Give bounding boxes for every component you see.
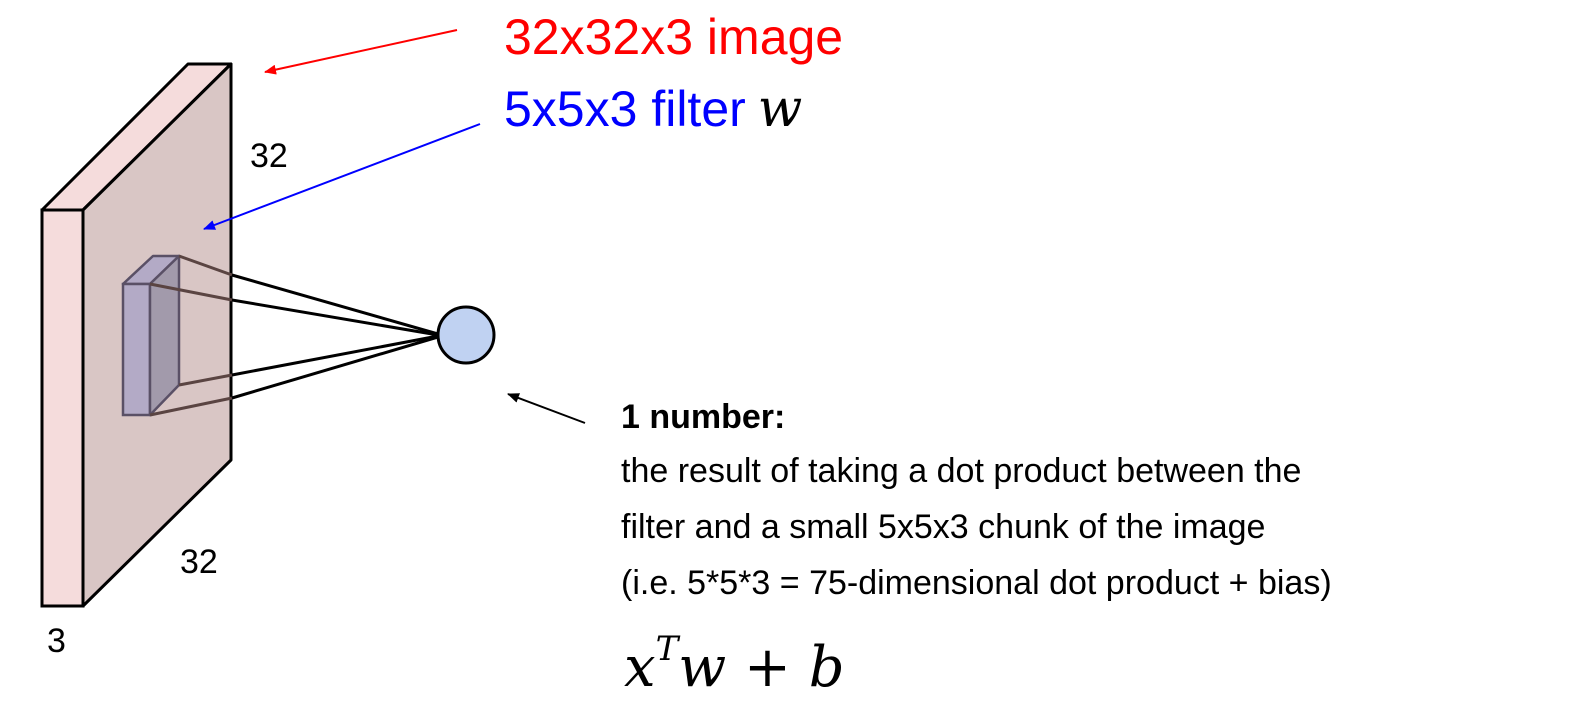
- formula-plus: +: [726, 635, 809, 700]
- output-neuron: [436, 305, 496, 365]
- filter-to-neuron-lines: [149, 254, 439, 417]
- formula-w-vector: w: [678, 635, 727, 700]
- height-dimension-label: 32: [250, 137, 288, 175]
- depth-dimension-label: 3: [47, 622, 66, 660]
- filter-label-arrow: [203, 123, 481, 230]
- neuron-note-heading: 1 number:: [621, 398, 786, 436]
- neuron-note-line: filter and a small 5x5x3 chunk of the im…: [621, 508, 1266, 546]
- filter-block-front: [121, 282, 152, 417]
- width-dimension-label: 32: [180, 543, 218, 581]
- formula-transpose: T: [655, 629, 679, 669]
- formula-x-vector: x: [624, 635, 656, 700]
- neuron-note-arrow: [507, 393, 586, 424]
- image-volume-depth-face: [40, 208, 85, 608]
- filter-block-side: [148, 254, 181, 417]
- filter-symbol: w: [757, 79, 803, 139]
- image-label-arrow: [264, 29, 458, 75]
- formula-bias: b: [808, 635, 845, 700]
- neuron-note-line: (i.e. 5*5*3 = 75-dimensional dot product…: [621, 564, 1332, 602]
- dot-product-formula: xTw + b: [624, 632, 845, 696]
- neuron-note-line: the result of taking a dot product betwe…: [621, 452, 1302, 490]
- image-size-label: 32x32x3 image: [504, 9, 844, 65]
- filter-size-text: 5x5x3 filter: [504, 81, 746, 137]
